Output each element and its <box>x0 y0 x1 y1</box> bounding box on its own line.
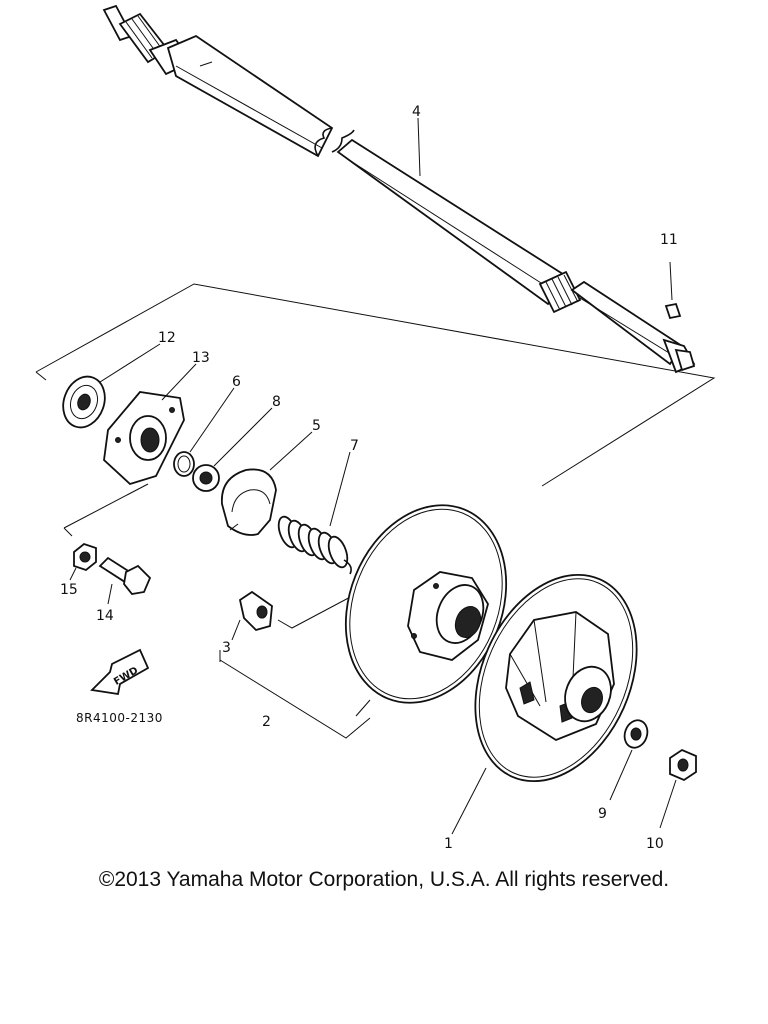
callout-15: 15 <box>60 582 78 598</box>
nut-part-15 <box>69 542 97 581</box>
callout-9: 9 <box>598 806 607 822</box>
callout-14: 14 <box>96 608 114 624</box>
sheave-part-2 <box>344 504 508 717</box>
nut-part-10 <box>659 748 697 829</box>
leader-part-4 <box>417 117 421 177</box>
spring-part-7 <box>277 451 352 575</box>
callout-13: 13 <box>192 350 210 366</box>
callout-8: 8 <box>272 394 281 410</box>
washer-part-9 <box>609 719 649 801</box>
sheave-part-1 <box>451 573 638 835</box>
bolt-part-14 <box>98 556 152 605</box>
callout-2: 2 <box>262 714 271 730</box>
copyright-notice: ©2013 Yamaha Motor Corporation, U.S.A. A… <box>98 868 670 891</box>
key-part-11 <box>664 261 682 320</box>
grease-fitting-part-3 <box>231 590 273 641</box>
fwd-direction-arrow: FWD <box>90 648 150 696</box>
callout-4: 4 <box>412 104 421 120</box>
callout-7: 7 <box>350 438 359 454</box>
callout-6: 6 <box>232 374 241 390</box>
washer-part-6 <box>173 387 235 477</box>
bracket-plate-part-13 <box>103 363 197 486</box>
callout-3: 3 <box>222 640 231 656</box>
callout-12: 12 <box>158 330 176 346</box>
shaft-part-4 <box>102 4 696 374</box>
callout-1: 1 <box>444 836 453 852</box>
callout-5: 5 <box>312 418 321 434</box>
spring-seat-part-5 <box>221 431 313 536</box>
part-code-label: 8R4100-2130 <box>76 711 163 725</box>
assembly-bracket-lines <box>35 283 716 739</box>
callout-10: 10 <box>646 836 664 852</box>
exploded-parts-diagram: FWD 1 2 3 4 <box>35 4 716 852</box>
callout-11: 11 <box>660 232 678 248</box>
bushing-part-8 <box>192 407 273 492</box>
bearing-part-12 <box>62 343 161 429</box>
